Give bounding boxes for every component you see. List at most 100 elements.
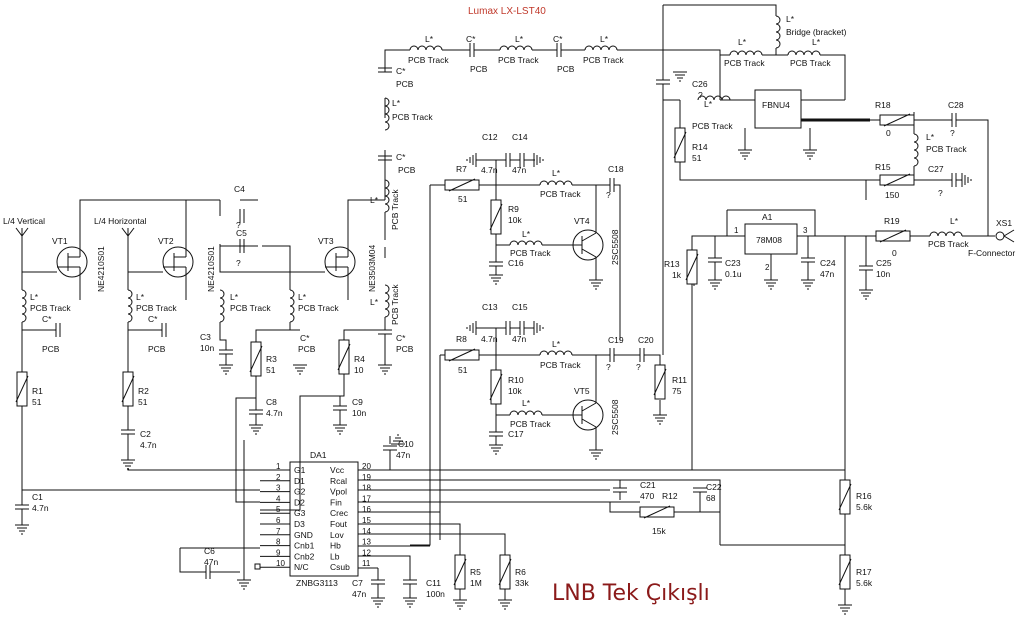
top-c2-label: C* [553, 34, 563, 44]
r14-label: R14 [692, 142, 708, 152]
c11-label: C11 [426, 578, 441, 588]
c19-label: C19 [608, 335, 624, 345]
c10-label: C10 [398, 439, 414, 449]
reg-pin3: 3 [803, 226, 808, 235]
ic-pin-name: Hb [330, 541, 341, 551]
ic-pin-number: 18 [362, 484, 371, 493]
r17-label: R17 [856, 567, 872, 577]
r12-value: 15k [652, 526, 666, 536]
ic-pin-number: 2 [276, 473, 281, 482]
vt2-part: NE4210S01 [206, 246, 216, 292]
r3-label: R3 [266, 354, 277, 364]
r13-value: 1k [672, 270, 682, 280]
transistor-vt2: VT2 NE4210S01 [158, 236, 216, 292]
r5-value: 1M [470, 578, 482, 588]
ic-pin-name: GND [294, 530, 313, 540]
l-r19-pcb: PCB Track [928, 239, 969, 249]
l-c28-label: L* [926, 132, 935, 142]
r5-label: R5 [470, 567, 481, 577]
c-pcb4-label: C* [396, 333, 406, 343]
reg-pin2: 2 [765, 263, 770, 272]
ic-pin-name: Fout [330, 519, 348, 529]
transistor-vt3: VT3 NE3503M04 [318, 236, 377, 292]
c19-value: ? [606, 362, 611, 372]
r11-label: R11 [672, 375, 687, 385]
regulator-label: 78M08 [756, 235, 782, 245]
ic-part-label: ZNBG3113 [296, 578, 338, 588]
c7-label: C7 [352, 578, 363, 588]
ic-pin-number: 1 [276, 462, 281, 471]
c21-label: C21 [640, 480, 656, 490]
antenna-horizontal-label: L/4 Horizontal [94, 216, 147, 226]
ic-pin-name: G3 [294, 508, 306, 518]
l-vt4-col-pcb: PCB Track [540, 189, 581, 199]
r15-value: 150 [885, 190, 899, 200]
ic-pin-name: Cnb2 [294, 551, 315, 561]
c21-value: 470 [640, 491, 654, 501]
c28-value: ? [950, 128, 955, 138]
antenna-vertical: L/4 Vertical [3, 216, 45, 251]
caption-text: LNB Tek Çıkışlı [552, 581, 710, 606]
ic-pin-name: Vpol [330, 487, 347, 497]
r9-label: R9 [508, 204, 519, 214]
c2-value: 4.7n [140, 440, 157, 450]
r6-label: R6 [515, 567, 526, 577]
c3-value: 10n [200, 343, 214, 353]
vt1-part: NE4210S01 [96, 246, 106, 292]
ic-pin-number: 10 [276, 559, 285, 568]
l-vt5-base-pcb: PCB Track [510, 419, 551, 429]
ic-pin-number: 12 [362, 548, 371, 557]
ic-pin-number: 17 [362, 494, 371, 503]
fb-l2-label: L* [812, 37, 821, 47]
ic-pins-right: 20Vcc19Rcal18Vpol17Fin16Crec15Fout14Lov1… [330, 462, 371, 572]
fb-l1-pcb: PCB Track [724, 58, 765, 68]
ic-pin-name: Fin [330, 497, 342, 507]
ic-pin-name: Cnb1 [294, 541, 315, 551]
c27-value: ? [938, 188, 943, 198]
f-connector-label: F-Connector [968, 248, 1015, 258]
top-c1-label: C* [466, 34, 476, 44]
top-c2-value: PCB [557, 64, 575, 74]
vt-c2-label: C* [396, 152, 406, 162]
c28-label: C28 [948, 100, 964, 110]
l2-pcb: PCB Track [136, 303, 177, 313]
c16-label: C16 [508, 258, 524, 268]
bridge-l-label: L* [786, 14, 795, 24]
fb-l2-pcb: PCB Track [790, 58, 831, 68]
vt4-label: VT4 [574, 216, 590, 226]
r11-value: 75 [672, 386, 682, 396]
l3-label: L* [230, 292, 239, 302]
c11-value: 100n [426, 589, 445, 599]
c26-label: C26 [692, 79, 708, 89]
vt-l1-label: L* [392, 98, 401, 108]
ic-pin-number: 9 [276, 548, 281, 557]
r19-label: R19 [884, 216, 900, 226]
vt5-part: 2SC5508 [610, 399, 620, 435]
vt-l3-label: L* [370, 297, 379, 307]
l4-pcb: PCB Track [298, 303, 339, 313]
r15-label: R15 [875, 162, 891, 172]
ic-pin-number: 7 [276, 527, 281, 536]
vt3-label: VT3 [318, 236, 334, 246]
c22-label: C22 [706, 482, 722, 492]
l4-label: L* [298, 292, 307, 302]
ic-pin-number: 16 [362, 505, 371, 514]
c25-value: 10n [876, 269, 890, 279]
c15-value: 47n [512, 334, 526, 344]
c10-value: 47n [396, 450, 410, 460]
fbnu4-block [754, 89, 802, 129]
regulator-78m08 [744, 223, 798, 255]
r1-value: 51 [32, 397, 42, 407]
c6-value: 47n [204, 557, 218, 567]
da1-label: DA1 [310, 450, 327, 460]
vt4-part: 2SC5508 [610, 229, 620, 265]
c-pcb3-value: PCB [298, 344, 316, 354]
fbnu4-label: FBNU4 [762, 100, 790, 110]
vt-c1-value: PCB [396, 79, 414, 89]
ic-pin-number: 11 [362, 559, 371, 568]
c-pcb3-label: C* [300, 333, 310, 343]
c17-label: C17 [508, 429, 524, 439]
c7-value: 47n [352, 589, 366, 599]
c-pcb1-label: C* [42, 314, 52, 324]
